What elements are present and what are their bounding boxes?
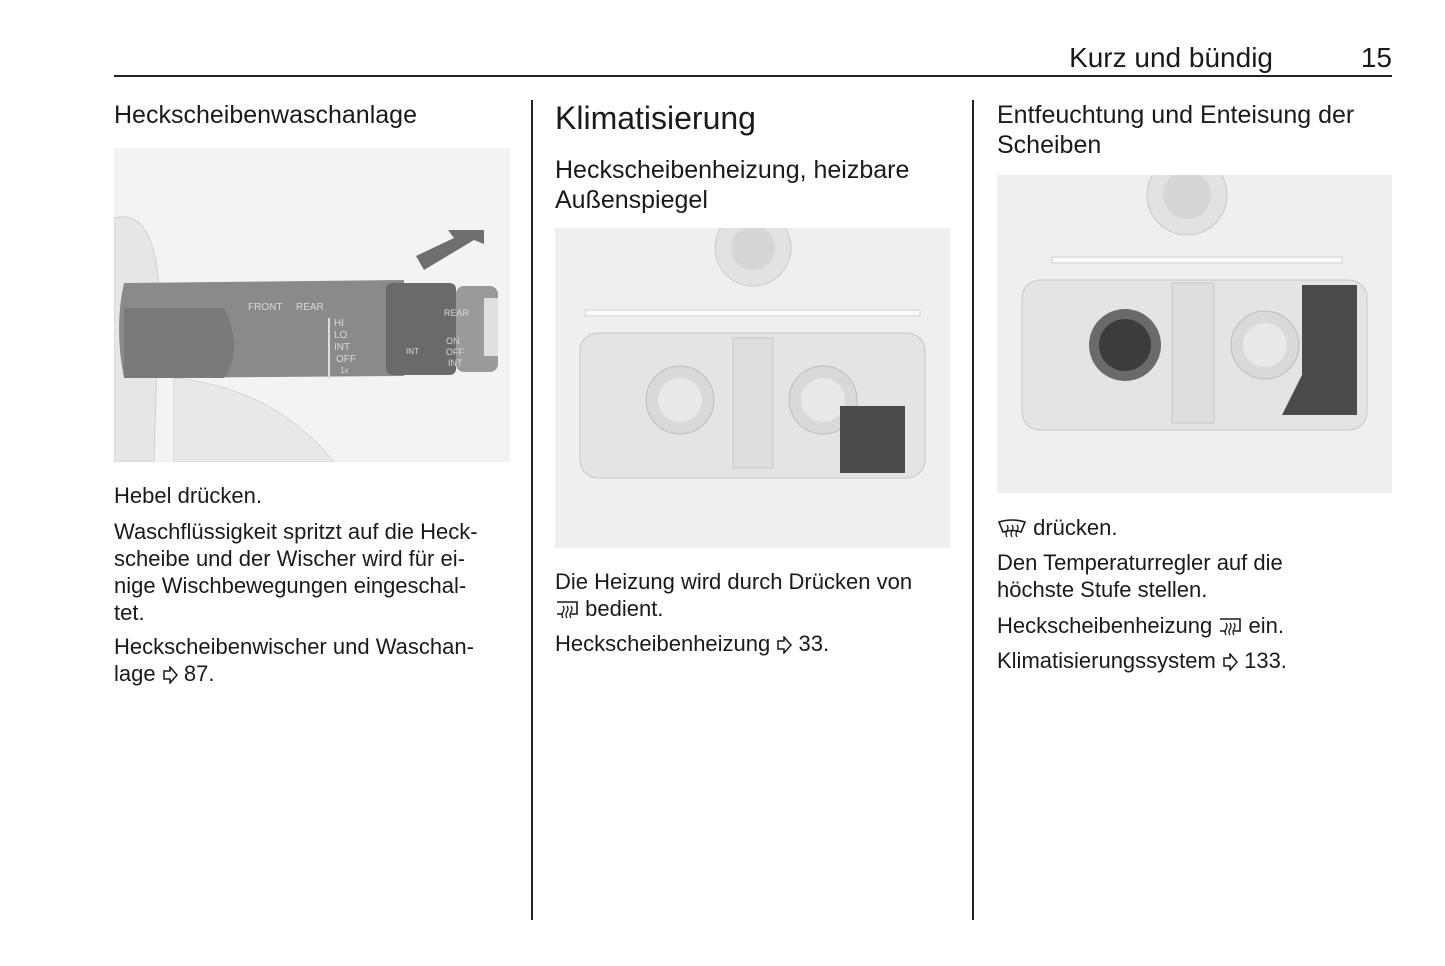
svg-text:ON: ON <box>446 336 460 346</box>
svg-text:OFF: OFF <box>336 354 356 365</box>
wiper-lever-illustration: FRONT REAR HI LO INT OFF 1x INT REAR ON … <box>114 148 510 462</box>
page-reference-link[interactable]: 87. <box>183 661 215 686</box>
svg-text:OFF: OFF <box>446 347 464 357</box>
column-divider <box>531 100 533 920</box>
paragraph: Heckscheibenheizung ein. <box>997 612 1284 642</box>
heading-rear-heating: Heckscheibenheizung, heizbare Außenspieg… <box>555 156 910 214</box>
heading-rear-washer: Heckscheibenwaschanlage <box>114 101 417 129</box>
label-front: FRONT <box>248 302 282 313</box>
reference-arrow-icon <box>776 633 793 660</box>
reference-arrow-icon <box>1222 650 1238 677</box>
windscreen-defrost-icon <box>997 517 1027 544</box>
climate-panel-illustration <box>555 228 950 548</box>
paragraph-reference: Klimatisierungssystem 133. <box>997 647 1287 677</box>
svg-text:REAR: REAR <box>444 308 470 318</box>
header-rule <box>114 75 1392 77</box>
paragraph: drücken. <box>997 514 1118 544</box>
svg-text:LO: LO <box>334 330 348 341</box>
svg-text:INT: INT <box>406 347 419 356</box>
svg-text:HI: HI <box>334 318 344 329</box>
svg-text:1x: 1x <box>340 366 348 375</box>
paragraph-reference: Heckscheibenwischer und Waschan- lage 87… <box>114 633 474 690</box>
paragraph: Die Heizung wird durch Drücken von bedie… <box>555 568 912 625</box>
paragraph: Den Temperaturregler auf die höchste Stu… <box>997 550 1283 602</box>
paragraph-reference: Heckscheibenheizung 33. <box>555 630 829 660</box>
label-rear: REAR <box>296 302 324 313</box>
paragraph: Hebel drücken. <box>114 483 262 508</box>
climate-panel-defog-illustration <box>997 175 1392 493</box>
svg-text:INT: INT <box>334 342 350 353</box>
svg-text:INT: INT <box>448 358 463 368</box>
rear-window-heating-icon <box>1218 615 1242 642</box>
reference-arrow-icon <box>162 663 178 690</box>
rear-window-heating-icon <box>555 598 579 625</box>
column-divider <box>972 100 974 920</box>
heading-climate: Klimatisierung <box>555 100 756 136</box>
page-reference-link[interactable]: 133. <box>1244 648 1287 673</box>
heading-defog: Entfeuchtung und Enteisung der Scheiben <box>997 101 1355 159</box>
paragraph: Waschflüssigkeit spritzt auf die Heck- s… <box>114 519 478 625</box>
page-number: 15 <box>1360 42 1392 73</box>
section-title: Kurz und bündig <box>1069 42 1273 73</box>
page-reference-link[interactable]: 33. <box>798 631 830 656</box>
